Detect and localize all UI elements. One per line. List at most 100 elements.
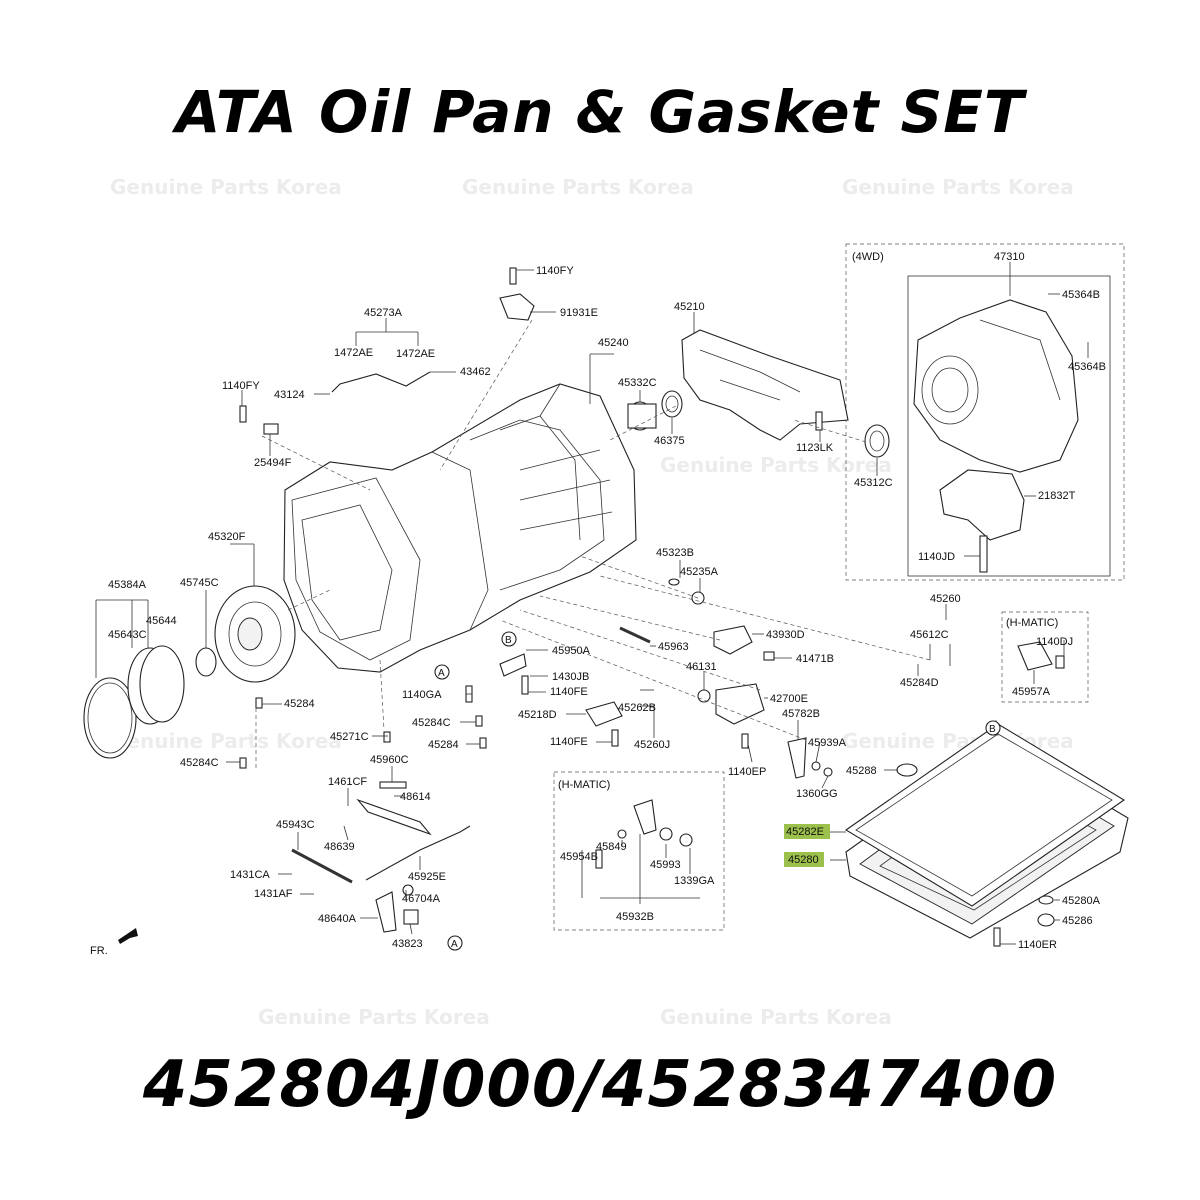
label-45312c: 45312C [854,477,893,489]
ring-45644 [139,645,185,723]
label-1140er: 1140ER [1018,939,1057,951]
shaft-45943c [291,848,353,884]
label-45320f: 45320F [208,531,246,543]
seal-45312c-inner [869,430,885,452]
transfer-case-bore-inner [931,367,969,413]
label-45364b-2: 45364B [1068,361,1106,373]
rod-45925e [365,825,471,881]
label-1431af: 1431AF [254,888,293,900]
pin-45284 [479,737,487,749]
oil-pan-gasket-45282e [844,723,1126,907]
bolt-1140jd [979,535,988,573]
label-48640a: 48640A [318,913,357,925]
washer-45849 [617,829,627,839]
watermark-text: Genuine Parts Korea [258,1005,490,1029]
ref-circle-b-letter: B [505,635,512,646]
leader-lines [95,262,1089,945]
label-1123lk: 1123LK [796,442,834,454]
front-arrow-icon [118,928,138,944]
bracket-45957a [1017,641,1053,671]
ref-circle-a-letter: A [451,939,458,950]
label-46704a: 46704A [402,893,441,905]
clip-25494f [263,423,279,435]
label-45939a: 45939A [808,737,847,749]
pin-45284c-2 [239,757,247,769]
plate-45950a [499,653,527,677]
ref-circle-b-letter: B [989,724,996,735]
label-1140fe-1: 1140FE [550,686,588,698]
bolt-1140fe-1 [521,675,529,695]
nut-45939a [811,761,821,771]
label-1140fy: 1140FY [222,380,260,392]
label-47310: 47310 [994,251,1025,263]
label-45644: 45644 [146,615,177,627]
label-1430jb: 1430JB [552,671,589,683]
bolt-41471b [763,651,775,661]
oil-pump-45320f [214,585,296,683]
label-1140jd: 1140JD [918,551,955,563]
bracket-91931e [499,293,535,321]
lever-45932b [633,799,657,835]
label-1140ep: 1140EP [728,766,766,778]
label-45849: 45849 [596,841,627,853]
label-45284c-1: 45284C [412,717,451,729]
label-45284c-2: 45284C [180,757,219,769]
label-45260j: 45260J [634,739,670,751]
label-45240: 45240 [598,337,629,349]
transfer-case [913,299,1079,473]
hmatic-right-label: (H-MATIC) [1006,617,1058,629]
washer-45280a [1038,895,1054,905]
bushing-body [627,403,657,429]
label-45993: 45993 [650,859,681,871]
bracket-21832t [939,469,1025,541]
label-45284-2: 45284 [428,739,459,751]
pin-45960c [379,781,407,789]
label-45210: 45210 [674,301,705,313]
ref-circle-b [985,720,1001,736]
label-1461cf: 1461CF [328,776,367,788]
oring-46131 [697,689,711,703]
bolt-1140ep [741,733,749,749]
bolt-1140fy-top [509,267,517,285]
label-1140dj: 1140DJ [1036,636,1073,648]
label-45963: 45963 [658,641,689,653]
part-labels: 1140FY 91931E 45273A 1472AE 1472AE 1140F… [108,251,1106,951]
ref-circle-b [501,631,517,647]
spring-46704a [402,884,414,896]
nut-1339ga [679,833,693,847]
bolt-1140fy [239,405,247,423]
label-45218d: 45218D [518,709,557,721]
label-1140ga: 1140GA [402,689,442,701]
bracket-45218d [585,701,623,727]
nut-45993 [659,827,673,841]
watermark-text: Genuine Parts Korea [660,453,892,477]
label-45323b: 45323B [656,547,694,559]
label-46375: 46375 [654,435,685,447]
label-43124: 43124 [274,389,305,401]
label-45782b: 45782B [782,708,820,720]
label-1472ae-1: 1472AE [334,347,373,359]
hmatic-right-box [1001,611,1089,703]
bushing-43823 [403,909,419,925]
bolt-1123lk [815,411,823,431]
label-45280: 45280 [788,854,819,866]
bolt-1140er [993,927,1001,947]
label-45284-1: 45284 [284,698,315,710]
label-48639: 48639 [324,841,355,853]
label-45960c: 45960C [370,754,409,766]
ref-circle-a [434,664,450,680]
watermark-text: Genuine Parts Korea [110,175,342,199]
label-1339ga: 1339GA [674,875,715,887]
label-48614: 48614 [400,791,431,803]
bolt-1140dj [1055,655,1065,669]
label-45612c: 45612C [910,629,949,641]
watermark-text: Genuine Parts Korea [110,729,342,753]
label-45384a: 45384A [108,579,147,591]
label-45332c: 45332C [618,377,657,389]
pin-45284-1 [255,697,263,709]
gasket-inner-edge [855,733,1113,897]
oring-45288 [896,763,918,777]
seal-45745c [195,647,217,677]
ring-45384a [83,677,137,759]
